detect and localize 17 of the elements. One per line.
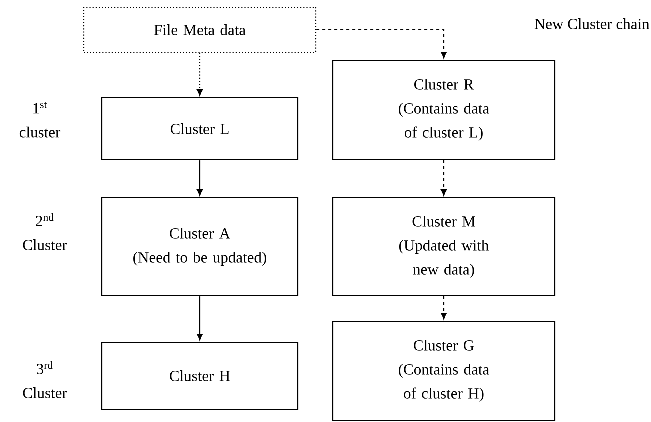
arrow bbox=[441, 296, 447, 320]
arrow bbox=[441, 160, 447, 196]
metadata-box: File Meta data bbox=[83, 6, 317, 54]
cluster-box: Cluster M (Updated with new data) bbox=[332, 197, 556, 297]
cluster-box: Cluster H bbox=[101, 342, 299, 410]
cluster-box: Cluster A (Need to be updated) bbox=[101, 197, 299, 297]
arrow bbox=[316, 29, 447, 59]
arrow bbox=[197, 160, 204, 196]
cluster-box: Cluster R (Contains data of cluster L) bbox=[332, 60, 556, 160]
row-label: 3$^{rd}$ Cluster bbox=[23, 362, 68, 398]
chain-label: New Cluster chain bbox=[534, 18, 650, 30]
arrow bbox=[197, 296, 204, 341]
row-label: 1$^{st}$ cluster bbox=[20, 102, 61, 138]
row-label: 2$^{nd}$ Cluster bbox=[23, 214, 68, 250]
cluster-box: Cluster G (Contains data of cluster H) bbox=[332, 320, 556, 422]
cluster-box: Cluster L bbox=[101, 97, 299, 161]
arrow bbox=[197, 53, 204, 96]
